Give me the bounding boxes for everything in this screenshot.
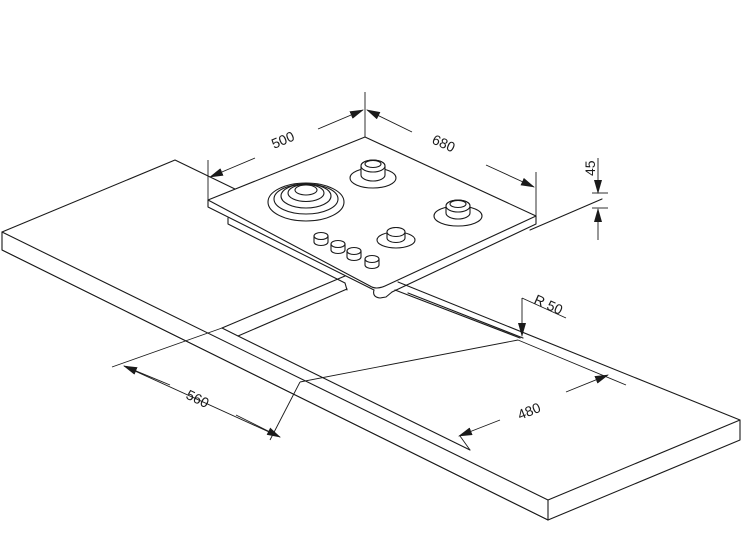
burner-right	[433, 199, 483, 227]
hob	[207, 136, 537, 299]
control-knobs	[313, 231, 380, 270]
knob-icon	[364, 254, 380, 270]
corner-radius-label: R 50	[532, 291, 566, 318]
cutout-depth-label: 480	[515, 399, 543, 423]
dimension-hob-height: 45	[582, 158, 608, 240]
burner-small	[376, 226, 416, 249]
hob-top-surface	[207, 136, 537, 289]
cutout-opening	[221, 275, 524, 451]
knob-icon	[346, 246, 362, 262]
dimension-cutout-depth: 480	[458, 339, 627, 451]
knob-icon	[330, 239, 346, 255]
hob-depth-label: 500	[269, 128, 297, 152]
knob-icon	[313, 231, 329, 247]
hob-height-label: 45	[582, 160, 598, 176]
cutout-width-label: 560	[184, 386, 212, 411]
burner-large	[267, 182, 345, 222]
dimension-corner-radius: R 50	[518, 291, 567, 337]
hob-width-label: 680	[430, 131, 458, 155]
burner-rear	[349, 159, 397, 189]
worktop	[1, 159, 741, 521]
